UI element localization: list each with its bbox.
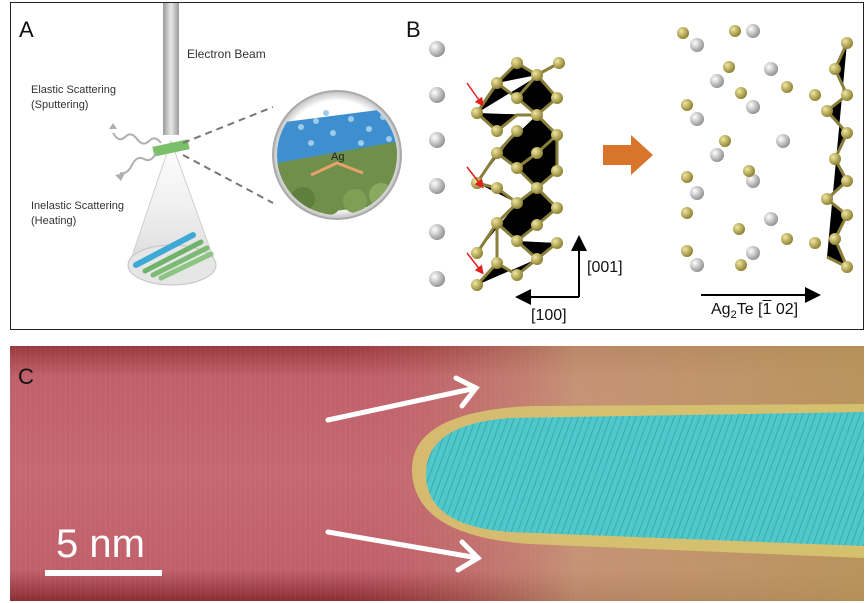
panel-a-label: A (19, 17, 34, 42)
te-bond-network (475, 61, 560, 287)
phase-rest: Te [ (736, 301, 763, 318)
panel-c-label: C (18, 364, 34, 389)
nanowire-bundle (133, 232, 214, 281)
crystal-axes (515, 235, 587, 305)
te-atoms-left (471, 57, 565, 291)
axis-100-label: [100] (531, 307, 567, 324)
elastic-scattering-label: Elastic Scattering (31, 84, 116, 96)
te-chain-right (824, 42, 850, 271)
electron-beam-column (163, 3, 179, 135)
panel-b-label: B (406, 17, 421, 42)
panel-a-schematic (109, 3, 402, 286)
ag-label: Ag (331, 151, 345, 163)
sputtering-label: (Sputtering) (31, 99, 89, 111)
sample-specimen (152, 139, 190, 157)
heating-label: (Heating) (31, 215, 77, 227)
elastic-scatter-arrow (112, 132, 162, 145)
scale-bar-label: 5 nm (56, 522, 145, 566)
red-indicator-arrows (466, 82, 484, 275)
scale-bar (45, 570, 162, 576)
ag-atom-column (429, 41, 445, 287)
transformation-arrow (603, 135, 653, 175)
ag2te-direction-label: Ag2Te [1 02] (711, 301, 798, 321)
inelastic-scatter-arrow (119, 152, 157, 175)
axis-001-label: [001] (587, 259, 623, 276)
electron-beam-label: Electron Beam (187, 47, 266, 61)
ag-atoms-right (690, 24, 790, 272)
growth-direction-arrows (325, 375, 483, 573)
inelastic-scattering-label: Inelastic Scattering (31, 200, 124, 212)
phase-tail: 02] (771, 301, 799, 318)
figure-panel-ab: A (10, 2, 864, 330)
te-chain-right-atoms (809, 37, 853, 273)
phase-base: Ag (711, 301, 731, 318)
te-atoms-right (677, 25, 793, 271)
phase-index-bar: 1 (762, 301, 772, 318)
figure-panel-c: C 5 nm (10, 346, 864, 601)
tem-image (10, 346, 864, 601)
phase-subscript: 2 (730, 309, 737, 322)
